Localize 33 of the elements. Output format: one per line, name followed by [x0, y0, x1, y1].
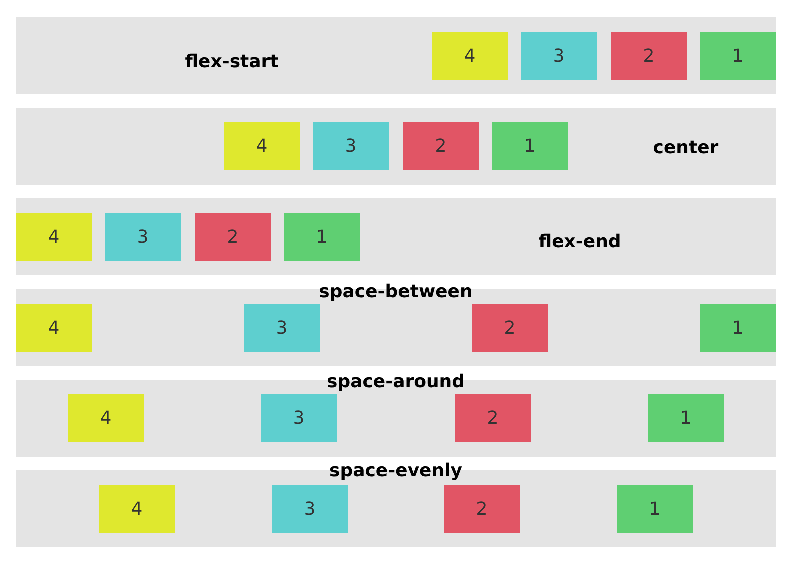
flex-item-box: 4 — [16, 213, 92, 261]
flex-item-box: 3 — [272, 485, 348, 533]
container-band — [16, 108, 776, 185]
band-heading: space-between — [319, 282, 473, 302]
flex-item-box: 4 — [432, 32, 508, 80]
flex-item-box: 3 — [521, 32, 597, 80]
flex-item-box: 4 — [99, 485, 175, 533]
flex-item-box: 1 — [700, 304, 776, 352]
band-heading: space-around — [327, 372, 465, 392]
band-heading: space-evenly — [330, 460, 462, 482]
flex-item-box: 2 — [403, 122, 479, 170]
flex-item-box: 1 — [284, 213, 360, 261]
flex-item-box: 4 — [16, 304, 92, 352]
flex-item-box: 2 — [444, 485, 520, 533]
flex-item-box: 1 — [492, 122, 568, 170]
flex-item-box: 2 — [455, 394, 531, 442]
container-band — [16, 198, 776, 275]
flex-item-box: 2 — [611, 32, 687, 80]
flex-item-box: 2 — [472, 304, 548, 352]
flex-item-box: 3 — [313, 122, 389, 170]
flex-item-box: 4 — [224, 122, 300, 170]
container-band — [16, 17, 776, 94]
flex-item-box: 1 — [617, 485, 693, 533]
band-heading: center — [653, 138, 719, 158]
flex-item-box: 1 — [700, 32, 776, 80]
band-heading: flex-start — [185, 52, 279, 72]
flex-item-box: 3 — [105, 213, 181, 261]
flex-item-box: 4 — [68, 394, 144, 442]
flex-item-box: 1 — [648, 394, 724, 442]
flex-item-box: 3 — [244, 304, 320, 352]
band-heading: flex-end — [538, 232, 622, 252]
flex-item-box: 3 — [261, 394, 337, 442]
flex-item-box: 2 — [195, 213, 271, 261]
